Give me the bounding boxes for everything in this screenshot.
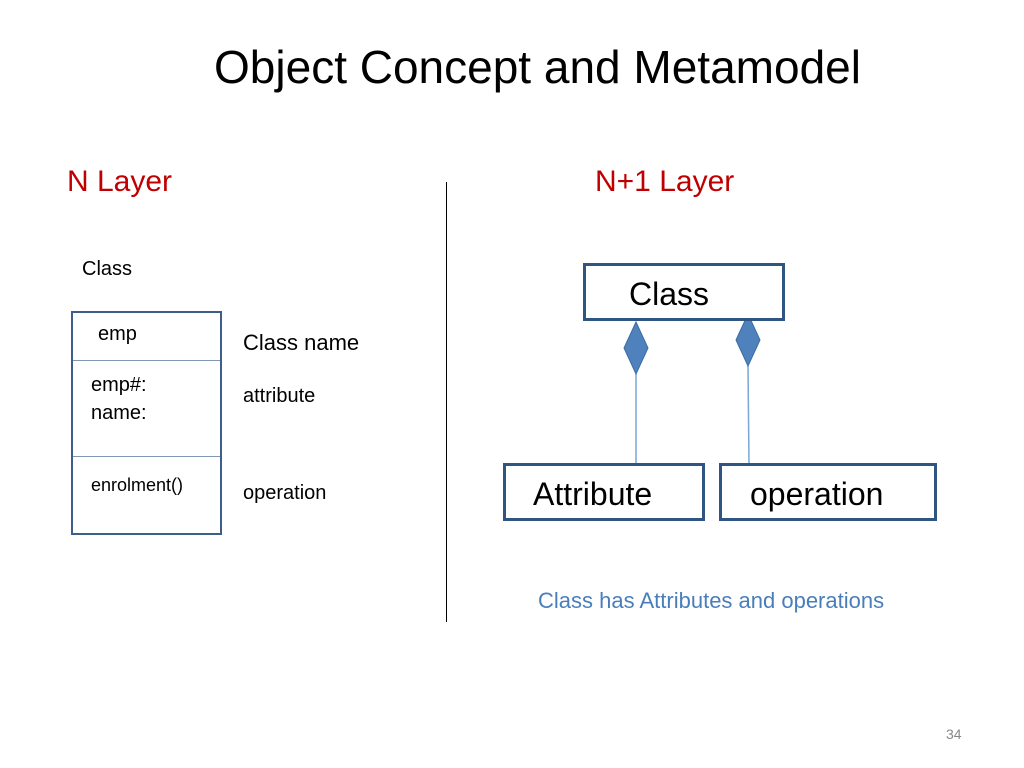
class-caption: Class — [82, 258, 133, 280]
metamodel-caption: Class has Attributes and operations — [538, 588, 885, 613]
attribute-annotation: attribute — [243, 385, 316, 407]
attribute-composition-diamond — [623, 320, 649, 376]
meta-attribute-label: Attribute — [533, 476, 653, 512]
uml-operation-1: enrolment() — [91, 475, 184, 495]
uml-separator-2 — [73, 456, 220, 457]
n-plus-1-layer-heading: N+1 Layer — [595, 165, 735, 198]
meta-class-box: Class — [583, 263, 785, 321]
meta-class-label: Class — [629, 276, 710, 312]
uml-separator-1 — [73, 360, 220, 361]
page-number: 34 — [946, 726, 962, 742]
meta-attribute-box: Attribute — [503, 463, 705, 521]
class-name-annotation: Class name — [243, 330, 360, 355]
uml-attribute-1: emp#: — [91, 374, 147, 396]
uml-class-box: emp emp#: name: enrolment() — [71, 311, 222, 535]
uml-class-name: emp — [98, 323, 137, 345]
layer-divider — [446, 182, 447, 622]
n-layer-heading: N Layer — [67, 165, 173, 198]
uml-attribute-2: name: — [91, 402, 147, 424]
operation-composition-diamond — [735, 312, 761, 368]
slide-title: Object Concept and Metamodel — [214, 41, 861, 93]
meta-operation-label: operation — [750, 476, 884, 512]
operation-connector-line — [747, 365, 750, 467]
operation-annotation: operation — [243, 482, 327, 504]
meta-operation-box: operation — [719, 463, 937, 521]
